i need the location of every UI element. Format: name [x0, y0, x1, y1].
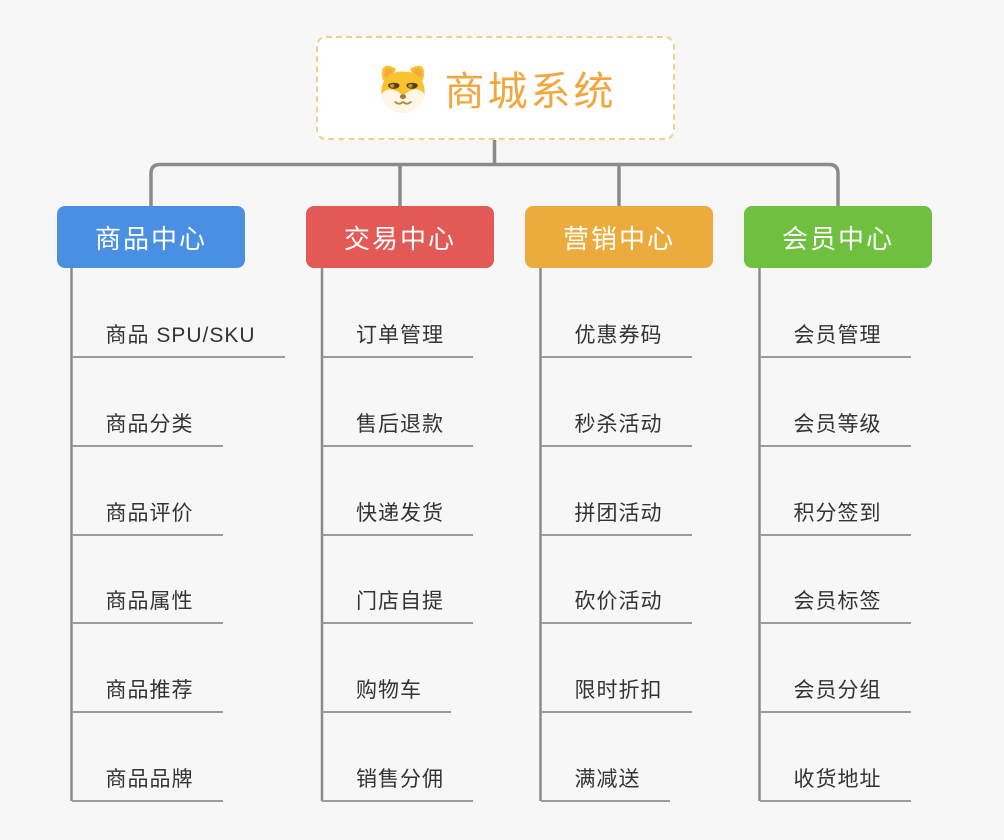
leaf-label: 门店自提	[356, 590, 444, 613]
leaf-node[interactable]: 砍价活动	[540, 584, 692, 624]
leaf-node[interactable]: 快递发货	[322, 496, 473, 536]
leaf-label: 快递发货	[356, 502, 444, 525]
leaf-label: 会员标签	[793, 590, 882, 613]
leaf-label: 会员分组	[793, 679, 882, 702]
leaf-node[interactable]: 销售分佣	[322, 762, 473, 802]
leaf-node[interactable]: 商品 SPU/SKU	[71, 318, 285, 358]
branch-node-marketing-center[interactable]: 营销中心	[525, 206, 713, 268]
leaf-label: 限时折扣	[574, 679, 663, 702]
leaf-node[interactable]: 会员管理	[759, 318, 911, 358]
leaf-node[interactable]: 商品品牌	[71, 762, 223, 802]
leaf-node[interactable]: 购物车	[322, 673, 451, 713]
leaf-label: 秒杀活动	[574, 413, 663, 436]
branch-label: 会员中心	[781, 223, 894, 254]
leaf-label: 会员等级	[793, 413, 882, 436]
branch-node-trade-center[interactable]: 交易中心	[306, 206, 494, 268]
leaf-label: 销售分佣	[356, 768, 444, 791]
leaf-node[interactable]: 秒杀活动	[540, 407, 692, 447]
leaf-label: 优惠券码	[574, 324, 663, 347]
branch-label: 交易中心	[343, 223, 456, 254]
leaf-node[interactable]: 会员标签	[759, 584, 911, 624]
leaf-label: 商品推荐	[105, 679, 194, 702]
leaf-label: 商品品牌	[105, 768, 194, 791]
leaf-label: 砍价活动	[574, 590, 663, 613]
leaf-label: 满减送	[574, 768, 641, 791]
leaf-label: 商品评价	[105, 502, 194, 525]
leaf-node[interactable]: 会员分组	[759, 673, 911, 713]
leaf-label: 售后退款	[356, 413, 444, 436]
leaf-node[interactable]: 满减送	[540, 762, 670, 802]
branch-label: 营销中心	[562, 223, 675, 254]
root-title: 商城系统	[444, 70, 617, 114]
leaf-label: 商品属性	[105, 590, 194, 613]
leaf-label: 会员管理	[793, 324, 882, 347]
leaf-node[interactable]: 限时折扣	[540, 673, 692, 713]
leaf-node[interactable]: 会员等级	[759, 407, 911, 447]
leaf-node[interactable]: 积分签到	[759, 496, 911, 536]
leaf-node[interactable]: 优惠券码	[540, 318, 692, 358]
leaf-node[interactable]: 收货地址	[759, 762, 911, 802]
leaf-node[interactable]: 售后退款	[322, 407, 473, 447]
leaf-label: 拼团活动	[574, 502, 663, 525]
leaf-node[interactable]: 商品评价	[71, 496, 223, 536]
leaf-node[interactable]: 商品推荐	[71, 673, 223, 713]
leaf-label: 积分签到	[793, 502, 882, 525]
leaf-label: 商品 SPU/SKU	[105, 324, 256, 347]
root-node[interactable]: 商城系统	[316, 36, 675, 140]
leaf-label: 订单管理	[356, 324, 444, 347]
branch-node-member-center[interactable]: 会员中心	[744, 206, 932, 268]
leaf-label: 购物车	[356, 679, 422, 702]
branch-label: 商品中心	[94, 223, 207, 254]
leaf-node[interactable]: 门店自提	[322, 584, 473, 624]
leaf-node[interactable]: 商品分类	[71, 407, 223, 447]
leaf-node[interactable]: 商品属性	[71, 584, 223, 624]
leaf-node[interactable]: 拼团活动	[540, 496, 692, 536]
leaf-label: 收货地址	[793, 768, 882, 791]
leaf-label: 商品分类	[105, 413, 194, 436]
leaf-node[interactable]: 订单管理	[322, 318, 473, 358]
dog-icon	[380, 65, 425, 114]
branch-node-product-center[interactable]: 商品中心	[57, 206, 245, 268]
